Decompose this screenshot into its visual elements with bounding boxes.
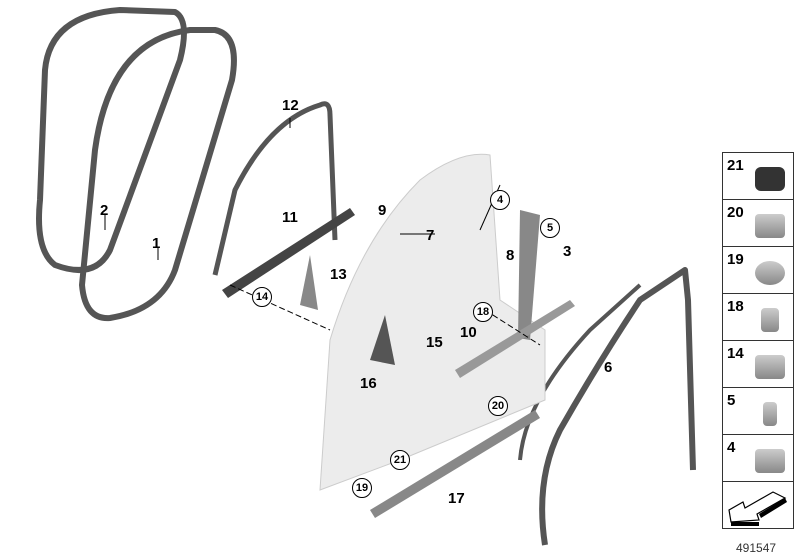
legend-item-21: 21 — [723, 153, 793, 200]
sill-strip-17 — [370, 410, 540, 518]
arrow-icon-drawing — [728, 491, 787, 526]
window-channel-6 — [539, 267, 696, 546]
clip-nut-icon — [755, 449, 785, 473]
triangle-15 — [370, 315, 395, 365]
callout-20: 20 — [488, 396, 508, 416]
callout-19: 19 — [352, 478, 372, 498]
screw-icon — [761, 308, 779, 332]
callout-2: 2 — [100, 202, 109, 219]
legend-number: 14 — [727, 345, 744, 362]
callout-18: 18 — [473, 302, 493, 322]
triangle-13 — [300, 255, 318, 310]
screw-icon — [763, 402, 777, 426]
legend-number: 18 — [727, 298, 744, 315]
legend-number: 20 — [727, 204, 744, 221]
callout-8: 8 — [506, 247, 515, 264]
door-seal-2 — [36, 7, 187, 273]
legend-item-20: 20 — [723, 200, 793, 247]
callout-15: 15 — [426, 334, 443, 351]
clip-icon — [755, 355, 785, 379]
legend-item-18: 18 — [723, 294, 793, 341]
callout-3: 3 — [563, 243, 572, 260]
callout-14: 14 — [252, 287, 272, 307]
callout-13: 13 — [330, 266, 347, 283]
callout-11: 11 — [282, 209, 298, 226]
expanding-rivet-icon — [755, 261, 785, 285]
legend-number: 21 — [727, 157, 744, 174]
callout-4: 4 — [490, 190, 510, 210]
callout-6: 6 — [604, 359, 613, 376]
arrow-icon — [723, 482, 793, 528]
callout-10: 10 — [460, 324, 477, 341]
legend-item-19: 19 — [723, 247, 793, 294]
callout-9: 9 — [378, 202, 387, 219]
trim-strip-11 — [222, 208, 355, 298]
callout-5: 5 — [540, 218, 560, 238]
callout-16: 16 — [360, 375, 377, 392]
belt-strip-10 — [455, 300, 575, 378]
callout-12: 12 — [282, 97, 299, 114]
legend-item-4: 4 — [723, 435, 793, 482]
legend-item-5: 5 — [723, 388, 793, 435]
legend-number: 5 — [727, 392, 736, 409]
window-frame-12 — [212, 101, 338, 276]
legend-number: 4 — [727, 439, 736, 456]
parts-legend-panel: 21 20 19 18 14 5 4 — [722, 152, 794, 529]
callout-21: 21 — [390, 450, 410, 470]
legend-item-14: 14 — [723, 341, 793, 388]
reference-number: 491547 — [736, 541, 777, 555]
legend-number: 19 — [727, 251, 744, 268]
pad-icon — [755, 167, 785, 191]
callout-7: 7 — [426, 227, 435, 244]
clip-nut-icon — [755, 214, 785, 238]
trim-3 — [518, 210, 540, 340]
door-seal-1 — [79, 27, 237, 322]
callout-1: 1 — [152, 235, 161, 252]
door-shell-7 — [319, 153, 546, 491]
callout-17: 17 — [448, 490, 465, 507]
